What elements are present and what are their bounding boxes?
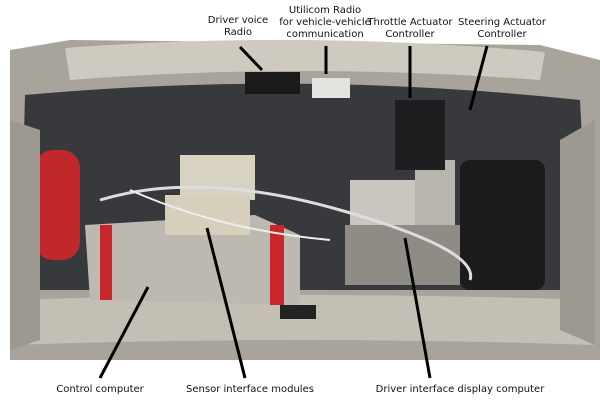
- voice-radio: [245, 72, 300, 94]
- throttle-controller: [395, 100, 445, 170]
- steering-controller: [460, 160, 545, 290]
- label-sensor-modules: Sensor interface modules: [186, 384, 314, 395]
- arrow-steering: [468, 45, 489, 111]
- latch: [280, 305, 316, 319]
- label-steering-controller: Steering Actuator Controller: [457, 17, 547, 40]
- label-utilicom-radio: Utilicom Radio for vehicle-vehicle commu…: [279, 5, 371, 40]
- display-computer: [345, 225, 460, 285]
- display-unit: [350, 180, 420, 225]
- label-throttle-controller: Throttle Actuator Controller: [367, 17, 453, 40]
- label-control-computer: Control computer: [56, 384, 144, 395]
- arrow-control-computer: [98, 286, 150, 379]
- sensor-module-1: [180, 155, 255, 200]
- arrow-display-computer: [403, 237, 432, 379]
- fire-extinguisher: [35, 150, 80, 260]
- arrow-sensor-modules: [205, 227, 247, 379]
- label-driver-voice-radio: Driver voice Radio: [207, 15, 269, 38]
- arrow-voice-radio: [238, 45, 264, 72]
- label-display-computer: Driver interface display computer: [375, 384, 545, 395]
- utilicom-radio: [312, 78, 350, 98]
- annotation-arrows: [98, 45, 489, 379]
- control-computer: [85, 215, 300, 305]
- bumper: [10, 295, 595, 345]
- trunk-lid-edge: [65, 39, 545, 80]
